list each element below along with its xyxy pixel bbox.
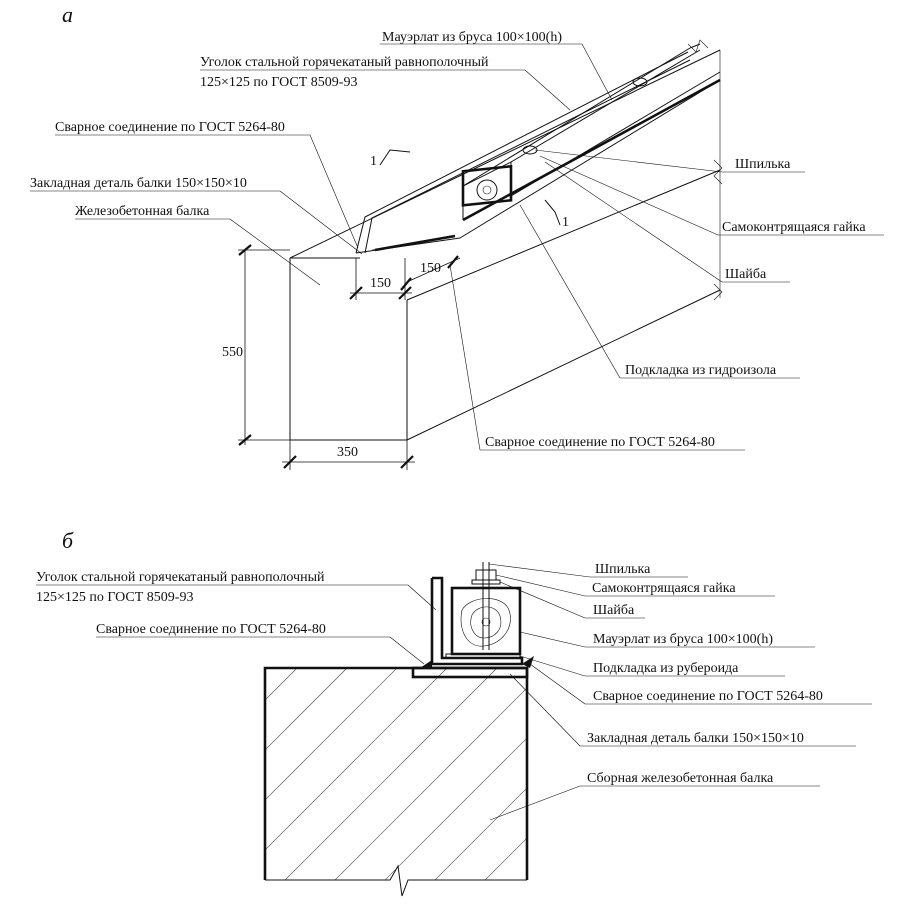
label-b-weld-left: Сварное соединение по ГОСТ 5264-80 [96,622,326,637]
beam-section [263,666,529,897]
label-a-stud: Шпилька [735,157,791,172]
view-b-letter: б [62,528,74,553]
label-a-weld-bottom: Сварное соединение по ГОСТ 5264-80 [485,435,715,450]
mauerlat-b [450,562,522,656]
leaders-b-right: Шпилька Самоконтрящаяся гайка Шайба Мауэ… [488,562,872,821]
label-b-pad: Подкладка из рубероида [593,661,739,676]
label-a-angle-line1: Уголок стальной горячекатаный равнополоч… [200,55,489,70]
label-a-weld-top: Сварное соединение по ГОСТ 5264-80 [55,120,285,135]
label-a-beam: Железобетонная балка [75,204,210,219]
label-a-pad: Подкладка из гидроизола [625,363,777,378]
mauerlat-timber [461,39,721,222]
section-marks: 1 1 [370,149,569,230]
view-b: б [36,528,872,897]
label-b-angle-line1: Уголок стальной горячекатаный равнополоч… [36,570,325,585]
label-a-washer: Шайба [725,267,767,282]
dim-embed-depth: 150 [420,261,441,276]
embed-plate [411,666,529,679]
weld-fillet-left [420,660,432,668]
dim-embed-width: 150 [370,276,391,291]
view-a: а [30,2,884,470]
label-b-angle-line2: 125×125 по ГОСТ 8509-93 [36,590,193,605]
dim-width: 350 [337,445,358,460]
label-b-weld-right: Сварное соединение по ГОСТ 5264-80 [593,689,823,704]
label-a-angle-line2: 125×125 по ГОСТ 8509-93 [200,75,357,90]
label-b-mauerlat: Мауэрлат из бруса 100×100(h) [593,632,773,647]
label-b-beam: Сборная железобетонная балка [587,771,774,786]
weld-fillet-right [522,656,534,668]
steel-angle-b [430,576,524,666]
label-b-washer: Шайба [593,603,635,618]
leaders-b-left: Уголок стальной горячекатаный равнополоч… [36,570,437,665]
leaders-a: Мауэрлат из бруса 100×100(h) Уголок стал… [30,30,884,451]
label-b-stud: Шпилька [595,562,651,577]
dim-height: 550 [222,345,243,360]
label-a-mauerlat: Мауэрлат из бруса 100×100(h) [382,30,562,45]
label-a-nut: Самоконтрящаяся гайка [722,220,866,235]
label-b-nut: Самоконтрящаяся гайка [592,581,736,596]
view-a-letter: а [62,2,73,27]
nut-icon [475,569,497,581]
section-mark-top: 1 [370,154,377,169]
bolt-icon [522,145,538,155]
timber-end-grain-icon [476,179,498,201]
beam-block [289,49,723,441]
section-mark-bottom: 1 [562,215,569,230]
end-grain-icon [481,617,491,627]
washer-icon [471,579,501,585]
steel-angle [355,51,721,254]
concrete-hatching [265,668,527,895]
dimensions-a: 550 350 150 150 [222,244,461,470]
label-b-embed: Закладная деталь балки 150×150×10 [587,731,804,746]
label-a-embed: Закладная деталь балки 150×150×10 [30,176,247,191]
